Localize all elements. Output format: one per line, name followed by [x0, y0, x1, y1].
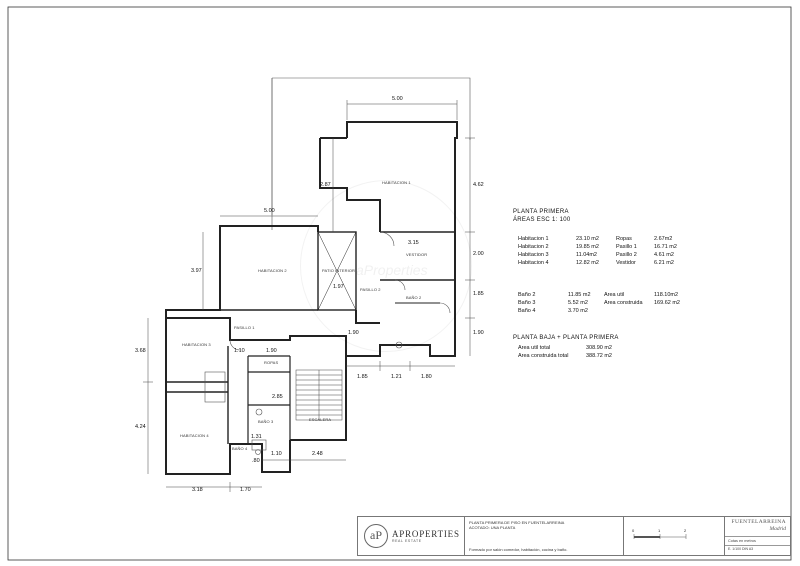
dim-label: .80 — [252, 458, 260, 464]
room-label-bano-3: BAÑO 3 — [258, 419, 274, 424]
dim-label: 1.10 — [234, 348, 245, 354]
dim-label: 2.00 — [473, 251, 484, 257]
room-label-ropas: ROPAS — [264, 360, 279, 365]
dim-label: 1.90 — [473, 330, 484, 336]
plan-description: PLANTA PRIMERA DE PISO EN FUENTELARREINA… — [465, 517, 624, 555]
room-label-escalera: ESCALERA — [309, 417, 332, 422]
staircase — [295, 369, 343, 421]
desc-line-1: PLANTA PRIMERA DE PISO EN FUENTELARREINA — [469, 520, 565, 525]
graphic-scale: 0 1 2 — [624, 517, 725, 555]
dim-label: 1.70 — [240, 487, 251, 493]
dim-label: 1.97 — [333, 284, 344, 290]
room-label-pasillo-2: PASILLO 2 — [360, 287, 381, 292]
dim-label: 2.85 — [272, 394, 283, 400]
room-label-habitacion-2: HABITACION 2 — [258, 268, 287, 273]
dim-label: 2.48 — [312, 451, 323, 457]
region-name: Madrid — [769, 526, 787, 532]
title-block: aP APROPERTIES REAL ESTATE PLANTA PRIMER… — [357, 516, 791, 556]
dim-label: 1.21 — [391, 374, 402, 380]
dim-label: 2.87 — [320, 182, 331, 188]
divider — [725, 536, 790, 537]
watermark-text: aProperties — [356, 262, 428, 278]
dim-label: 1.90 — [266, 348, 277, 354]
room-label-bano-2: BAÑO 2 — [406, 295, 422, 300]
desc-line-3: Formado por salón comedor, habitación, c… — [469, 547, 568, 552]
room-label-habitacion-1: HABITACION 1 — [382, 180, 411, 185]
dim-label: 1.80 — [421, 374, 432, 380]
desc-line-2: ACOTADO: UNA PLANTA — [469, 525, 516, 530]
title-info: FUENTELARREINA Madrid Cotas en metros E.… — [725, 517, 790, 555]
dim-label: 5.00 — [264, 208, 275, 214]
units-note: Cotas en metros — [728, 539, 756, 543]
scale-label-2: 2 — [684, 528, 687, 533]
dim-label: 1.85 — [357, 374, 368, 380]
room-label-vestidor: VESTIDOR — [406, 252, 428, 257]
divider — [725, 545, 790, 546]
room-label-habitacion-3: HABITACION 3 — [182, 342, 211, 347]
scale-label-1: 1 — [658, 528, 661, 533]
room-label-bano-4: BAÑO 4 — [232, 446, 248, 451]
areas-title-2: PLANTA BAJA + PLANTA PRIMERA — [513, 335, 619, 341]
dim-label: 3.97 — [191, 268, 202, 274]
logo-icon: aP — [364, 524, 388, 548]
areas-subtitle: ÁREAS ESC 1: 100 — [513, 217, 571, 223]
dim-label: 3.68 — [135, 348, 146, 354]
brand-name: APROPERTIES — [392, 529, 460, 539]
areas-title: PLANTA PRIMERA — [513, 209, 569, 215]
dim-label: 3.18 — [192, 487, 203, 493]
dim-label: 1.90 — [348, 330, 359, 336]
brand-subtitle: REAL ESTATE — [392, 539, 422, 543]
dim-label: 1.10 — [271, 451, 282, 457]
dim-label: 4.62 — [473, 182, 484, 188]
scale-bar — [633, 534, 687, 539]
watermark-circle — [300, 180, 472, 352]
dim-label: 5.00 — [392, 96, 403, 102]
room-label-habitacion-4: HABITACION 4 — [180, 433, 209, 438]
scale-label-0: 0 — [632, 528, 635, 533]
dim-label: 4.24 — [135, 424, 146, 430]
city-name: FUENTELARREINA — [731, 519, 786, 525]
sheet-border — [7, 6, 792, 561]
room-label-pasillo-1: PASILLO 1 — [234, 325, 255, 330]
dim-label: 3.15 — [408, 240, 419, 246]
scale-note: E. 1/100 DIN A3 — [728, 547, 754, 551]
dim-label: 1.31 — [251, 434, 262, 440]
room-label-patio: PATIO INTERIOR — [322, 268, 356, 273]
dim-label: 1.85 — [473, 291, 484, 297]
brand-logo: aP APROPERTIES REAL ESTATE — [358, 517, 465, 555]
